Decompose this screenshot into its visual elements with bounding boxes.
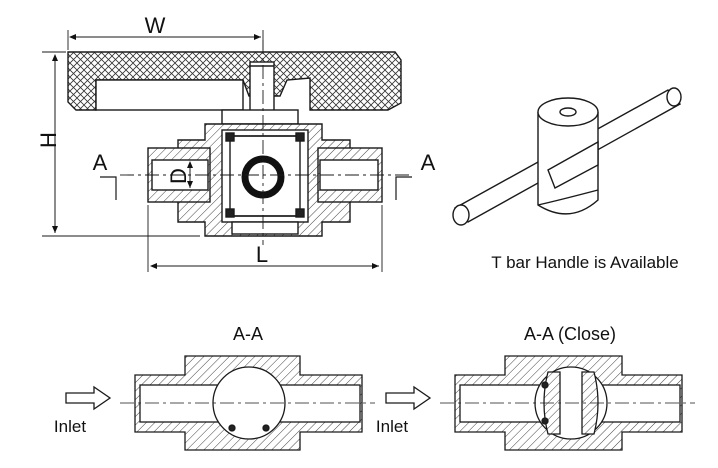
section-close [440,355,695,451]
section-open [120,355,375,451]
section-open-inlet-label: Inlet [54,417,86,436]
knurled-handle [67,51,402,111]
valve-stem [221,61,299,125]
valve-elevation [42,30,412,272]
t-bar-handle-illustration [452,87,682,226]
diameter-label: D [166,168,191,184]
width-label: W [145,13,166,38]
height-label: H [36,132,61,148]
section-open-inlet-arrow [65,385,112,411]
section-close-inlet-label: Inlet [376,417,408,436]
section-marker-right: A [421,150,436,175]
section-open-title: A-A [233,324,263,344]
section-marker-left: A [93,150,108,175]
length-label: L [256,242,268,267]
section-close-title: A-A (Close) [524,324,616,344]
section-close-inlet-arrow [385,385,432,411]
handle-availability-note: T bar Handle is Available [491,253,678,272]
